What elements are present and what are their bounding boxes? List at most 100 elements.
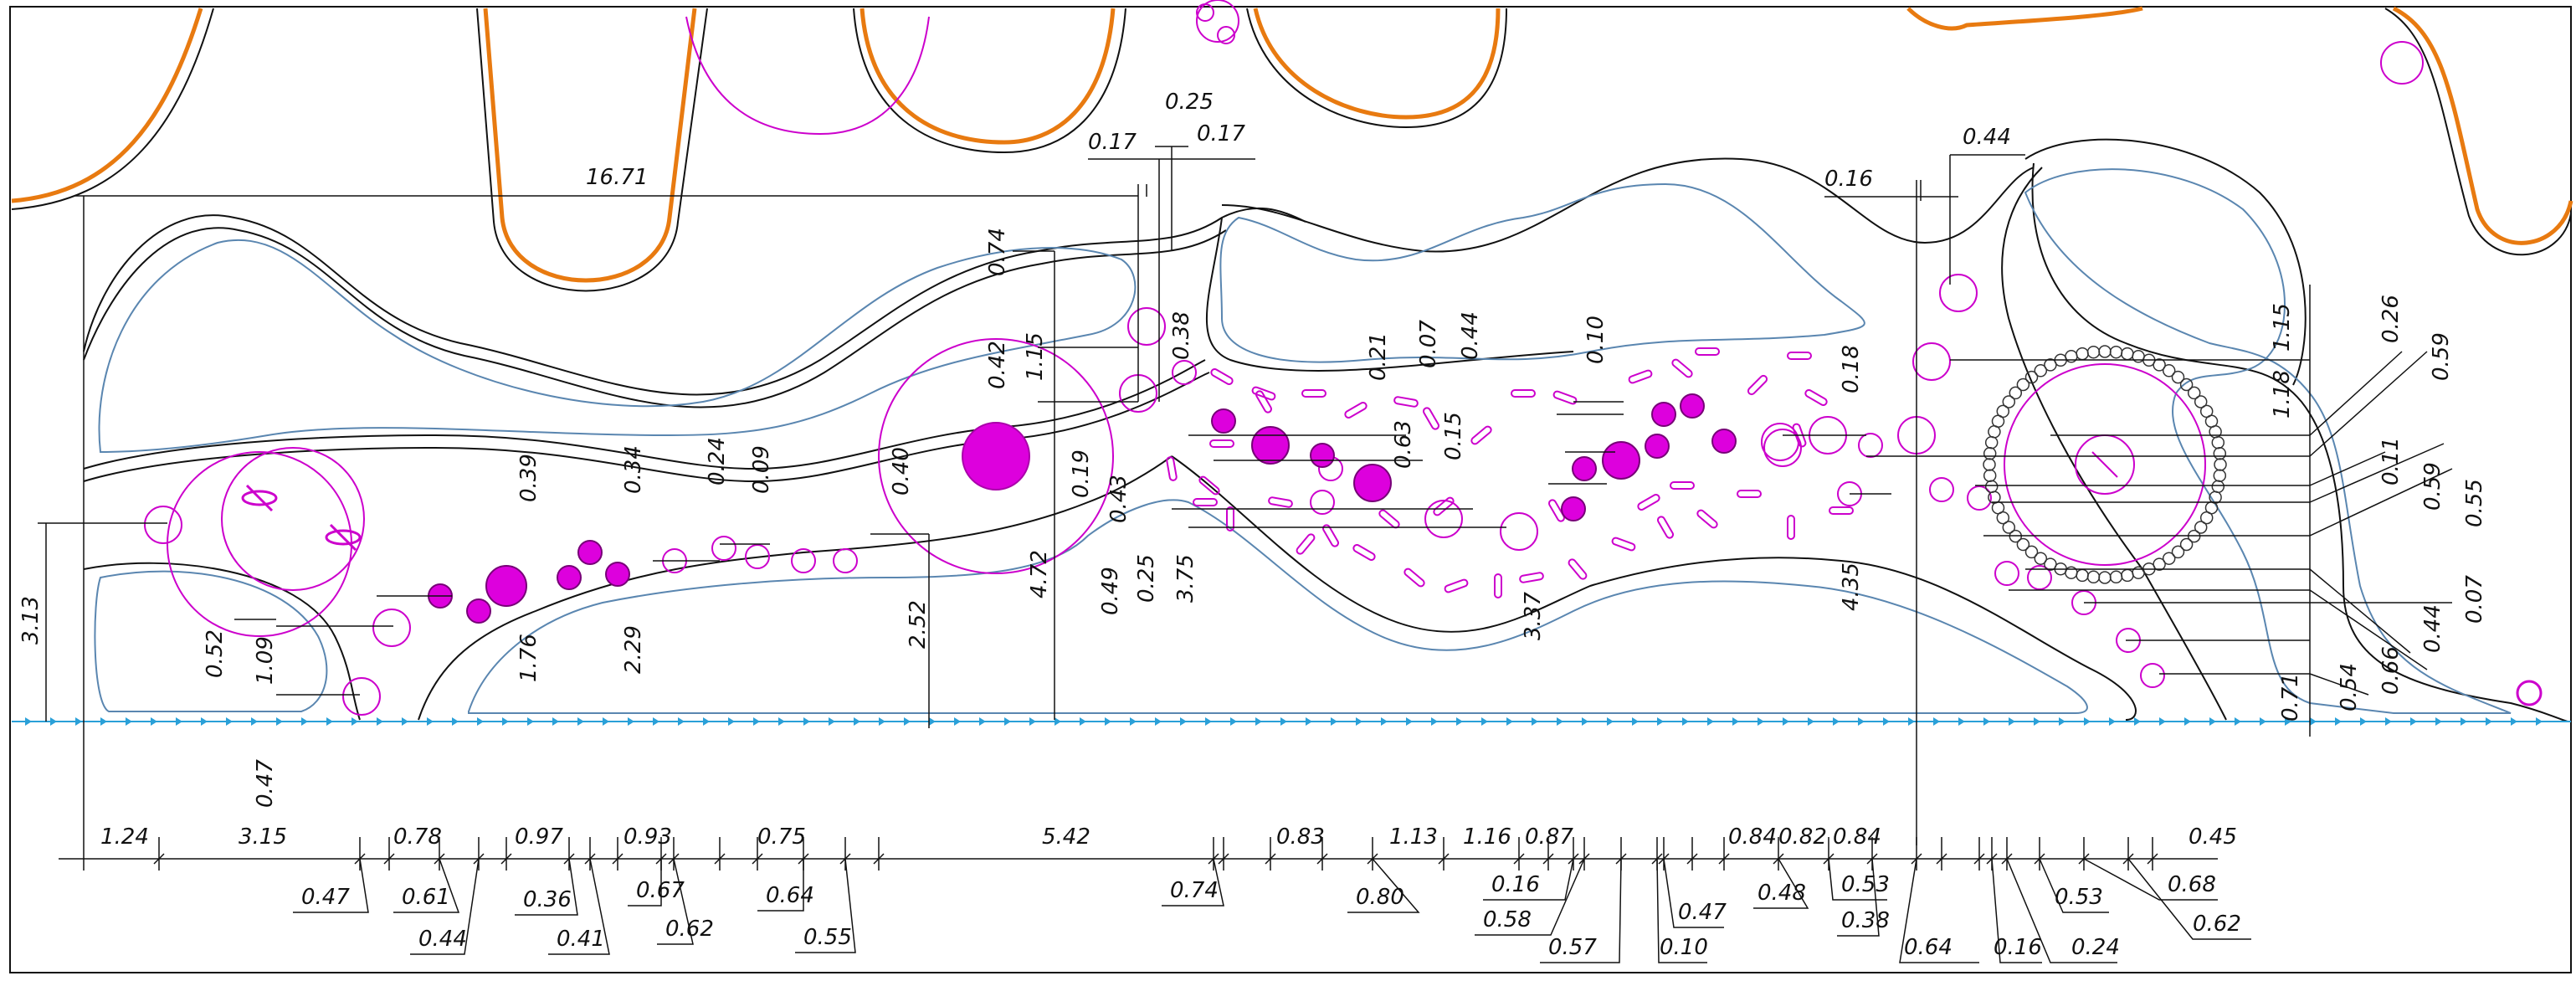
leader-line xyxy=(1656,858,1707,963)
dim-v375: 3.75 xyxy=(1173,554,1198,603)
dim-v252: 2.52 xyxy=(906,600,931,649)
plant-mark xyxy=(1548,499,1565,522)
plant-mark xyxy=(1193,498,1218,506)
plant-mark xyxy=(1737,490,1762,498)
leader-line xyxy=(1828,858,1887,901)
irrigation-arrow xyxy=(778,717,785,726)
plant-mark xyxy=(1322,524,1339,547)
ring-link xyxy=(2211,435,2225,449)
leader-line xyxy=(2083,858,2218,901)
ring-link xyxy=(2002,521,2016,534)
dim-tick xyxy=(1265,853,1276,865)
dim-116: 1.16 xyxy=(1463,824,1511,850)
dim-v049: 0.49 xyxy=(1098,567,1123,615)
dim-l047b: 0.47 xyxy=(1678,900,1727,925)
dim-v337: 3.37 xyxy=(1521,592,1546,640)
plant-mark xyxy=(1657,516,1674,539)
dim-tick xyxy=(153,853,165,865)
dim-l058: 0.58 xyxy=(1483,907,1532,932)
ring-link xyxy=(2024,545,2039,559)
ring-link xyxy=(2179,378,2194,392)
dim-tick xyxy=(873,853,885,865)
irrigation-arrow xyxy=(1381,717,1388,726)
ring-link xyxy=(2076,347,2089,361)
dim-l055: 0.55 xyxy=(803,925,852,950)
dim-v040: 0.40 xyxy=(889,447,914,496)
dim-tick xyxy=(500,853,512,865)
dim-l053b: 0.53 xyxy=(2055,885,2103,910)
irrigation-arrow xyxy=(452,717,459,726)
irrigation-arrow xyxy=(2385,717,2392,726)
plant-mark xyxy=(1251,386,1276,401)
plant-mark xyxy=(1695,347,1720,356)
irrigation-arrow xyxy=(25,717,32,726)
ring-link xyxy=(2121,347,2134,361)
plant-mark xyxy=(1226,506,1234,532)
dim-l062a: 0.62 xyxy=(665,917,714,942)
plant-mark xyxy=(1494,573,1502,598)
irrigation-arrow xyxy=(1582,717,1588,726)
plant-mark xyxy=(1792,423,1807,448)
ring-link xyxy=(2002,395,2016,408)
irrigation-arrow xyxy=(1732,717,1739,726)
dim-tick xyxy=(383,853,395,865)
irrigation-arrow xyxy=(2461,717,2467,726)
plant-mark xyxy=(1393,396,1419,408)
dim-l016a: 0.16 xyxy=(1491,872,1540,897)
dim-v018: 0.18 xyxy=(1839,345,1864,393)
plant-mark xyxy=(1804,389,1828,406)
dim-v176: 1.76 xyxy=(516,634,541,682)
dim-v015: 0.15 xyxy=(1441,412,1466,460)
irrigation-arrow xyxy=(276,717,283,726)
dim-l044: 0.44 xyxy=(418,927,467,952)
leader-line xyxy=(548,858,610,955)
ring-link xyxy=(1983,469,1997,482)
dim-l010: 0.10 xyxy=(1660,935,1708,960)
ring-link xyxy=(2044,557,2057,571)
ring-link xyxy=(2098,571,2112,584)
irrigation-arrow xyxy=(50,717,57,726)
leader-line xyxy=(795,858,856,953)
irrigation-arrow xyxy=(2435,717,2442,726)
irrigation-arrow xyxy=(2260,717,2266,726)
leader-line xyxy=(757,859,804,912)
dim-top-e: 0.44 xyxy=(1963,125,2011,150)
dim-v118: 1.18 xyxy=(2270,370,2295,419)
irrigation-arrow xyxy=(502,717,509,726)
ring-link xyxy=(2199,511,2214,525)
plant-mark xyxy=(1470,425,1492,445)
irrigation-arrow xyxy=(1783,717,1789,726)
ring-link xyxy=(1996,404,2010,419)
irrigation-arrow xyxy=(979,717,986,726)
irrigation-arrow xyxy=(1707,717,1714,726)
dim-l016b: 0.16 xyxy=(1994,935,2042,960)
ring-link xyxy=(2109,570,2123,584)
dim-l048: 0.48 xyxy=(1758,881,1806,906)
ring-link xyxy=(2086,345,2101,359)
irrigation-arrow xyxy=(1532,717,1538,726)
dim-l074: 0.74 xyxy=(1170,878,1219,903)
plant-mark xyxy=(1552,390,1578,405)
plant-mark xyxy=(1210,368,1234,385)
dim-v042: 0.42 xyxy=(985,341,1010,389)
dim-045: 0.45 xyxy=(2189,824,2237,850)
round-feature xyxy=(2004,363,2206,566)
irrigation-arrow xyxy=(2486,717,2492,726)
dim-tick xyxy=(612,853,623,865)
dim-tick xyxy=(1438,853,1450,865)
plant-mark xyxy=(1296,533,1316,555)
dim-v044b: 0.44 xyxy=(2420,604,2445,653)
dim-l068: 0.68 xyxy=(2168,872,2216,897)
irrigation-arrow xyxy=(1908,717,1915,726)
irrigation-arrow xyxy=(75,717,82,726)
dim-v229: 2.29 xyxy=(621,625,646,674)
ring-link xyxy=(2179,537,2194,552)
plant-symbols xyxy=(144,0,2543,716)
leader-line xyxy=(657,858,694,945)
dim-v024: 0.24 xyxy=(705,437,730,485)
irrigation-arrow xyxy=(2511,717,2517,726)
irrigation-arrow xyxy=(2209,717,2216,726)
plant-mark xyxy=(1611,537,1636,552)
irrigation-arrow xyxy=(100,717,107,726)
